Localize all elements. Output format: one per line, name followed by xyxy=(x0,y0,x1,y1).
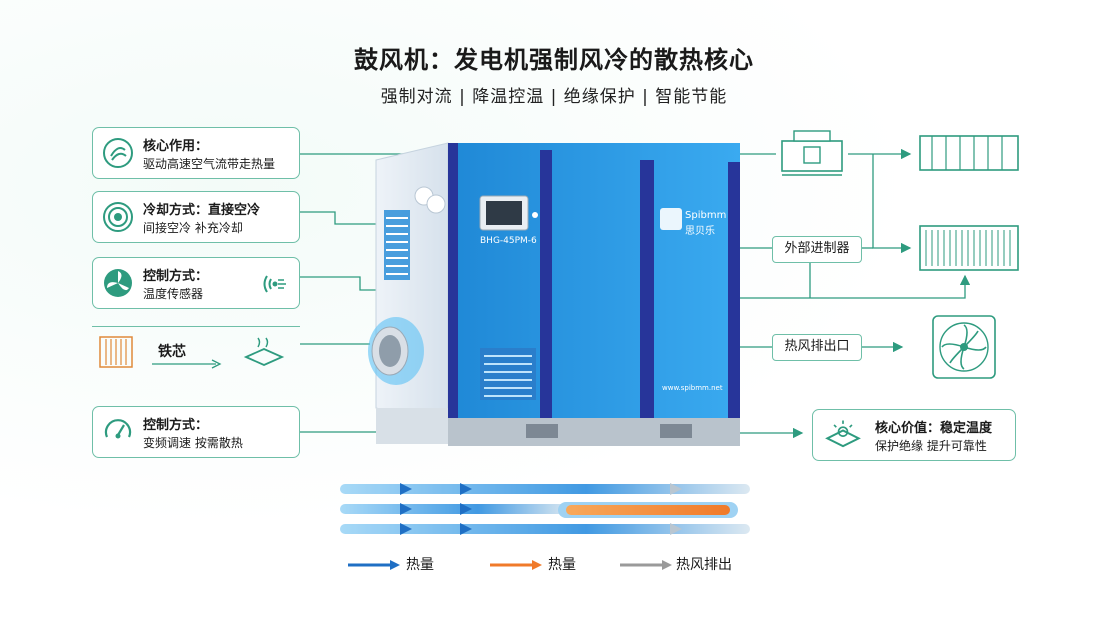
wave-signal-icon xyxy=(263,275,286,293)
card-control-vfd: 控制方式： 变频调速 按需散热 xyxy=(92,406,300,458)
page-subtitle: 强制对流 | 降温控温 | 绝缘保护 | 智能节能 xyxy=(380,87,728,107)
target-cooling-icon xyxy=(103,202,133,232)
machine-illustration xyxy=(368,142,740,446)
card-heading: 冷却方式：直接空冷 xyxy=(143,203,261,218)
fan-blade-icon xyxy=(104,269,132,297)
exhaust-fan-icon xyxy=(932,315,996,379)
legend-label-heat-orange: 热量 xyxy=(548,557,576,573)
legend-label-heat-blue: 热量 xyxy=(406,557,434,573)
external-controller-icon xyxy=(781,130,843,176)
legend-arrow-gray xyxy=(620,560,672,570)
card-body: 保护绝缘 提升可靠性 xyxy=(875,439,987,453)
card-heading: 核心作用： xyxy=(143,139,209,154)
legend-arrow-blue xyxy=(348,560,400,570)
card-control-sensor: 控制方式： 温度传感器 xyxy=(92,257,300,309)
machine-model-label: BHG-45PM-6 xyxy=(480,236,537,246)
connector-arrow xyxy=(872,154,912,254)
card-core-function: 核心作用： 驱动高速空气流带走热量 xyxy=(92,127,300,179)
machine-website: www.spibmm.net xyxy=(662,384,723,392)
legend-arrow-orange xyxy=(490,560,542,570)
iron-core-label: 铁芯 xyxy=(158,344,186,360)
machine-brand-latin: Spibmm xyxy=(685,210,727,221)
fan-airflow-icon xyxy=(103,138,133,168)
radiator-icon xyxy=(99,336,133,368)
card-heading: 控制方式： xyxy=(143,269,209,284)
card-body: 驱动高速空气流带走热量 xyxy=(143,157,276,171)
card-core-value: 核心价值：稳定温度 保护绝缘 提升可靠性 xyxy=(812,409,1016,461)
airflow-illustration xyxy=(340,483,750,535)
card-heading: 控制方式： xyxy=(143,418,209,433)
chip-temperature-icon xyxy=(825,420,861,448)
page-title: 鼓风机：发电机强制风冷的散热核心 xyxy=(354,46,754,74)
heat-plate-icon xyxy=(243,337,285,366)
iron-core-panel: 铁芯 xyxy=(92,326,300,374)
external-controller-label: 外部进制器 xyxy=(772,236,862,263)
card-body: 变频调速 按需散热 xyxy=(143,436,243,450)
heat-exchanger-icon xyxy=(919,225,1019,271)
legend-label-hot-air: 热风排出 xyxy=(676,557,732,573)
card-cooling-method: 冷却方式：直接空冷 间接空冷 补充冷却 xyxy=(92,191,300,243)
speed-control-icon xyxy=(104,419,132,439)
card-heading: 核心价值：稳定温度 xyxy=(875,421,993,436)
hot-air-outlet-label: 热风排出口 xyxy=(772,334,862,361)
card-body: 温度传感器 xyxy=(143,287,204,301)
card-body: 间接空冷 补充冷却 xyxy=(143,221,243,235)
flow-arrow-icon xyxy=(152,359,222,369)
filter-module-icon xyxy=(919,135,1019,171)
connector-line xyxy=(300,276,380,291)
connector-arrow xyxy=(740,274,971,299)
blower-machine: BHG-45PM-6 Spibmm 思贝乐 www.spibmm.net xyxy=(360,138,750,448)
machine-brand-cn: 思贝乐 xyxy=(685,226,715,237)
